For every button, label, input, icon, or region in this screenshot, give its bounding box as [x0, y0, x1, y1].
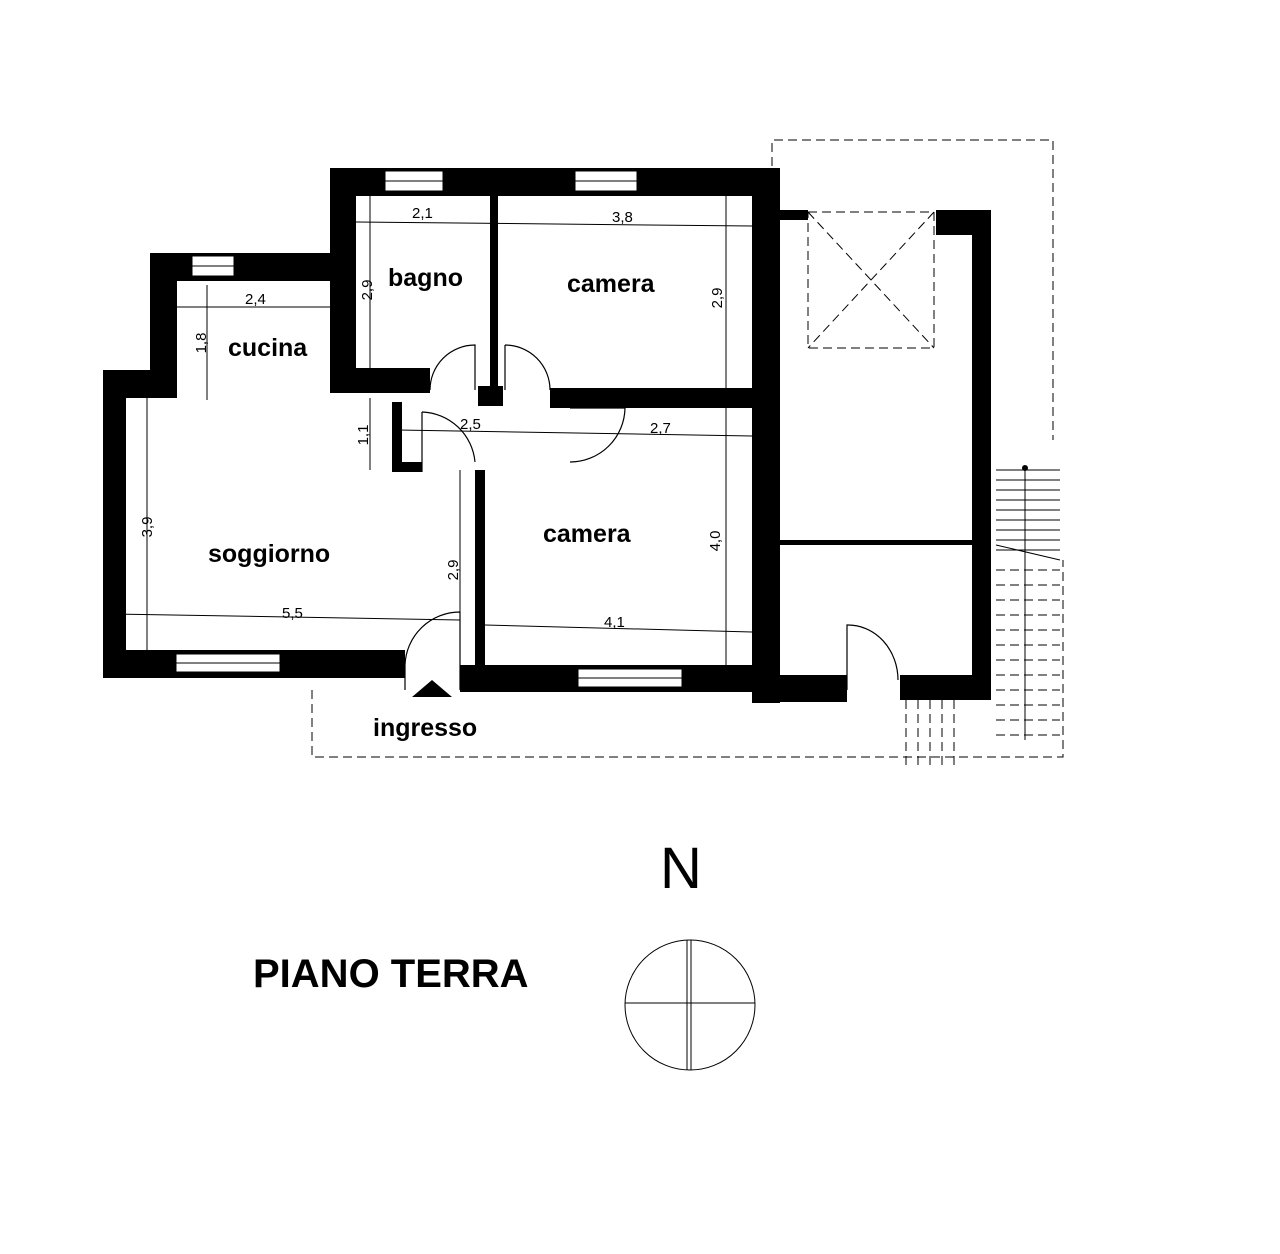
dim-bagno-depth: 2,9 — [359, 280, 376, 301]
dim-bagno-width: 2,1 — [412, 205, 433, 222]
dim-camera-bottom-width-top: 2,7 — [650, 420, 671, 437]
room-label-soggiorno: soggiorno — [208, 540, 330, 568]
compass-icon — [624, 939, 756, 1071]
doors — [404, 344, 899, 690]
entrance-arrow-icon — [412, 680, 452, 697]
stairs — [905, 465, 1061, 765]
dim-soggiorno-width: 5,5 — [282, 605, 303, 622]
dim-cucina-width: 2,4 — [245, 291, 266, 308]
dim-hall-width: 2,5 — [460, 416, 481, 433]
room-label-camera-top: camera — [567, 270, 656, 298]
dimension-lines — [115, 196, 753, 668]
dimension-labels: 2,1 3,8 2,4 2,5 2,7 5,5 4,1 1,8 2,9 2,9 … — [139, 205, 726, 631]
dim-hall-depth: 1,1 — [355, 425, 372, 446]
north-label: N — [660, 836, 702, 901]
room-label-bagno: bagno — [388, 264, 463, 292]
dim-camera-top-width: 3,8 — [612, 209, 633, 226]
plan-title: PIANO TERRA — [253, 952, 529, 996]
dim-soggiorno-depth: 3,9 — [139, 517, 156, 538]
dim-soggiorno-inner-depth: 2,9 — [445, 560, 462, 581]
windows — [175, 170, 683, 688]
dim-camera-bottom-depth: 4,0 — [707, 531, 724, 552]
room-labels: bagno camera cucina soggiorno camera — [208, 264, 656, 568]
walls — [103, 168, 991, 703]
dim-cucina-depth: 1,8 — [193, 333, 210, 354]
entrance-label: ingresso — [373, 714, 477, 742]
external-outlines — [311, 139, 1064, 758]
room-label-camera-bottom: camera — [543, 520, 632, 548]
room-label-cucina: cucina — [228, 334, 308, 362]
dim-camera-top-depth: 2,9 — [709, 288, 726, 309]
dim-camera-bottom-width: 4,1 — [604, 614, 625, 631]
